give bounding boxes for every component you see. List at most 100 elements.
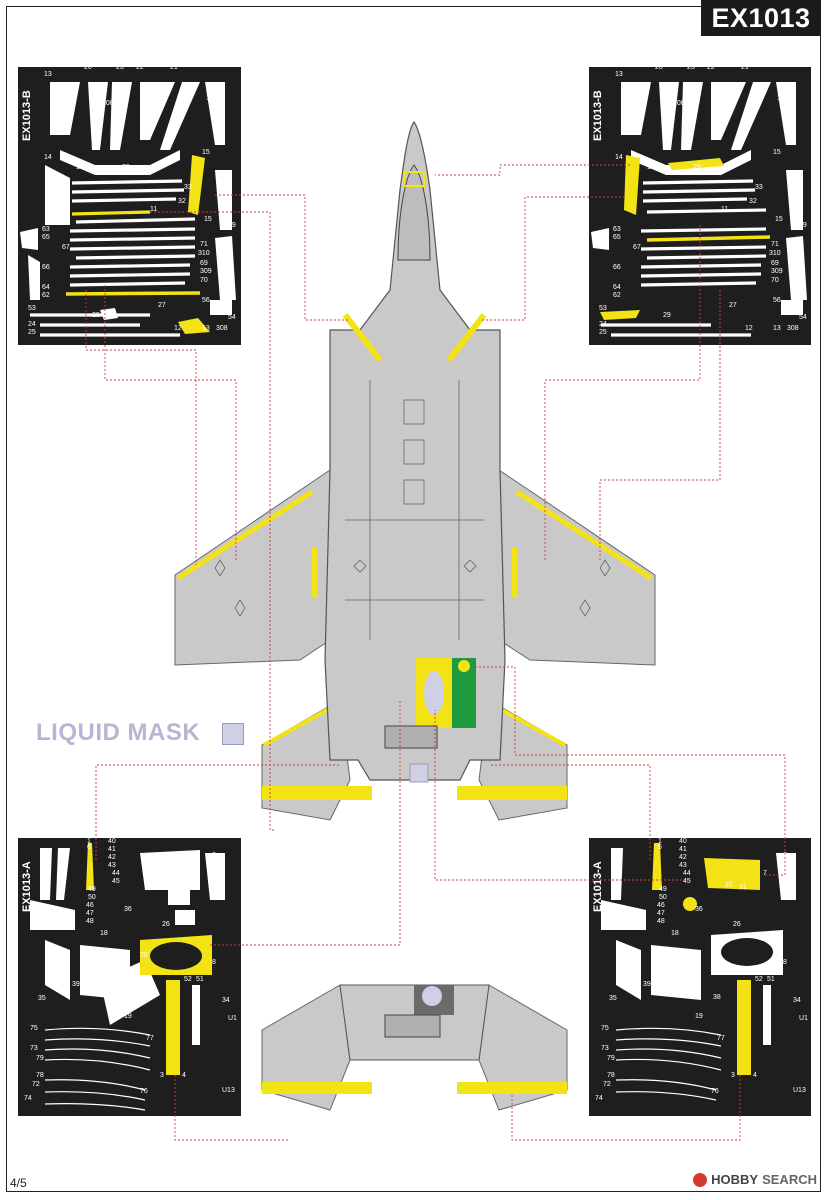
sheet-a-shapes-right: [601, 843, 796, 1101]
decal-number: 34: [793, 997, 801, 1004]
decal-number: 29: [663, 312, 671, 319]
decal-number: 3: [160, 1072, 164, 1079]
decal-number: 14: [44, 154, 52, 161]
page-frame: [6, 6, 821, 1192]
decal-number: 23: [116, 64, 124, 71]
decal-number: 24: [28, 321, 36, 328]
decal-number: 17: [777, 95, 785, 102]
decal-number: 2: [783, 852, 787, 859]
decal-number: 10: [647, 164, 655, 171]
decal-number: 13: [615, 71, 623, 78]
decal-number: 35: [38, 995, 46, 1002]
decal-number: 49: [88, 886, 96, 893]
decal-number: 76: [140, 1088, 148, 1095]
decal-number: 38: [713, 994, 721, 1001]
decal-number: 3: [731, 1072, 735, 1079]
decal-number: 62: [613, 292, 621, 299]
decal-number: 11: [721, 206, 729, 213]
decal-number: 15: [204, 216, 212, 223]
decal-number: 71: [771, 241, 779, 248]
decal-number: 34: [222, 997, 230, 1004]
liquid-mask-label: LIQUID MASK: [36, 719, 201, 746]
decal-number: 29: [92, 312, 100, 319]
decal-number: 17: [206, 95, 214, 102]
decal-number: 13: [44, 71, 52, 78]
decal-number: 13: [773, 325, 781, 332]
decal-number: 309: [771, 268, 783, 275]
decal-number: 310: [769, 250, 781, 257]
sheet-b-shapes-right: [591, 82, 807, 337]
decal-number: 21: [170, 64, 178, 71]
decal-number: 78: [36, 1072, 44, 1079]
decal-number: 66: [42, 264, 50, 271]
decal-number: 51: [767, 976, 775, 983]
decal-number: 73: [601, 1045, 609, 1052]
liquid-mask-swatch: [222, 723, 244, 745]
decal-number: 64: [613, 284, 621, 291]
decal-number: 38: [142, 994, 150, 1001]
decal-number: 77: [146, 1035, 154, 1042]
decal-number: 44: [683, 870, 691, 877]
decal-number: 46: [657, 902, 665, 909]
decal-number: 78: [607, 1072, 615, 1079]
decal-number: 37: [725, 882, 733, 889]
decal-number: 31: [168, 884, 176, 891]
decal-number: 47: [86, 910, 94, 917]
decal-number: 39: [643, 981, 651, 988]
page-number: 4/5: [10, 1176, 27, 1190]
decal-number: 76: [711, 1088, 719, 1095]
decal-number: 26: [162, 921, 170, 928]
decal-number: 108: [102, 100, 114, 107]
decal-number: 52: [755, 976, 763, 983]
decal-number: 51: [196, 976, 204, 983]
decal-number: 1: [658, 838, 662, 845]
decal-number: 7: [763, 870, 767, 877]
decal-number: 42: [679, 854, 687, 861]
decal-number: 63: [42, 226, 50, 233]
decal-number: 56: [202, 297, 210, 304]
product-code-badge: EX1013: [701, 0, 821, 36]
decal-number: U13: [222, 1087, 235, 1094]
decal-number: 75: [30, 1025, 38, 1032]
decal-number: 26: [733, 921, 741, 928]
decal-number: 12: [174, 325, 182, 332]
watermark-brand: HOBBY: [711, 1172, 759, 1187]
decal-number: 43: [108, 862, 116, 869]
decal-number: 310: [198, 250, 210, 257]
decal-number: 50: [659, 894, 667, 901]
decal-number: 12: [745, 325, 753, 332]
decal-number: 53: [599, 305, 607, 312]
watermark: HOBBY SEARCH: [693, 1172, 817, 1187]
decal-number: 36: [124, 906, 132, 913]
decal-number: 108: [673, 100, 685, 107]
decal-number: 48: [86, 918, 94, 925]
decal-number: 65: [42, 234, 50, 241]
decal-number: 19: [799, 222, 807, 229]
decal-number: 37: [154, 882, 162, 889]
decal-number: 42: [108, 854, 116, 861]
decal-number: 4: [753, 1072, 757, 1079]
decal-number: 18: [671, 930, 679, 937]
decal-number: 79: [607, 1055, 615, 1062]
decal-number: 35: [609, 995, 617, 1002]
decal-number: 53: [28, 305, 36, 312]
decal-number: 50: [88, 894, 96, 901]
decal-number: 20: [655, 64, 663, 71]
decal-number: 109: [142, 100, 154, 107]
decal-number: 7: [192, 870, 196, 877]
sheet-a-shapes-left: [30, 843, 225, 1111]
decal-number: 41: [679, 846, 687, 853]
decal-number: 62: [42, 292, 50, 299]
decal-number: 25: [599, 329, 607, 336]
decal-number: 29: [122, 164, 130, 171]
decal-number: 15: [773, 149, 781, 156]
decal-number: 2: [212, 852, 216, 859]
decal-number: 64: [42, 284, 50, 291]
decal-number: 63: [613, 226, 621, 233]
decal-number: 32: [749, 198, 757, 205]
decal-number: 8: [212, 959, 216, 966]
watermark-logo-icon: [693, 1172, 708, 1187]
decal-number: 33: [755, 184, 763, 191]
decal-number: 49: [659, 886, 667, 893]
